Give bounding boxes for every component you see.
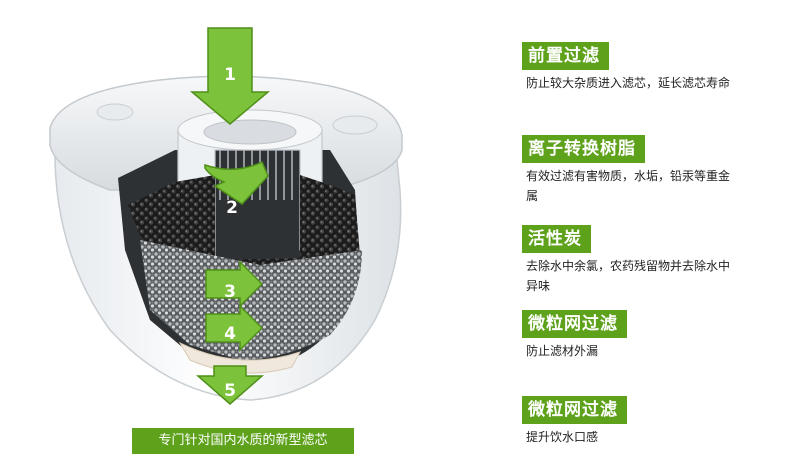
flow-arrow-5: 5 bbox=[196, 365, 264, 405]
stage-desc-ion-resin: 有效过滤有害物质，水垢，铅汞等重金属 bbox=[526, 169, 731, 203]
flow-arrow-3: 3 bbox=[205, 260, 264, 308]
stage-desc-pre-filter: 防止较大杂质进入滤芯，延长滤芯寿命 bbox=[526, 76, 731, 90]
step-number-2: 2 bbox=[226, 198, 238, 218]
step-number-3: 3 bbox=[224, 282, 236, 302]
step-number-5: 5 bbox=[224, 381, 236, 401]
step-number-1: 1 bbox=[224, 65, 236, 85]
flow-arrow-1: 1 bbox=[189, 27, 271, 125]
stage-title-ion-resin: 离子转换树脂 bbox=[522, 135, 645, 163]
stage-desc-activated-carbon: 去除水中余氯，农药残留物并去除水中异味 bbox=[526, 259, 731, 293]
caption-bar: 专门针对国内水质的新型滤芯 bbox=[132, 428, 354, 454]
stage-title-pre-filter: 前置过滤 bbox=[522, 42, 609, 70]
flow-arrow-2: 2 bbox=[204, 160, 269, 218]
flow-arrow-4: 4 bbox=[205, 304, 264, 352]
stage-title-activated-carbon: 活性炭 bbox=[522, 225, 591, 253]
stage-desc-micro-mesh-2: 提升饮水口感 bbox=[526, 430, 599, 444]
stage-title-micro-mesh-1: 微粒网过滤 bbox=[522, 310, 627, 338]
step-number-4: 4 bbox=[224, 324, 236, 344]
filter-cartridge-illustration: 1 2 3 4 5 bbox=[49, 27, 403, 405]
stage-desc-micro-mesh-1: 防止滤材外漏 bbox=[526, 344, 599, 358]
stage-title-micro-mesh-2: 微粒网过滤 bbox=[522, 396, 627, 424]
activated-carbon-layer bbox=[140, 240, 362, 360]
